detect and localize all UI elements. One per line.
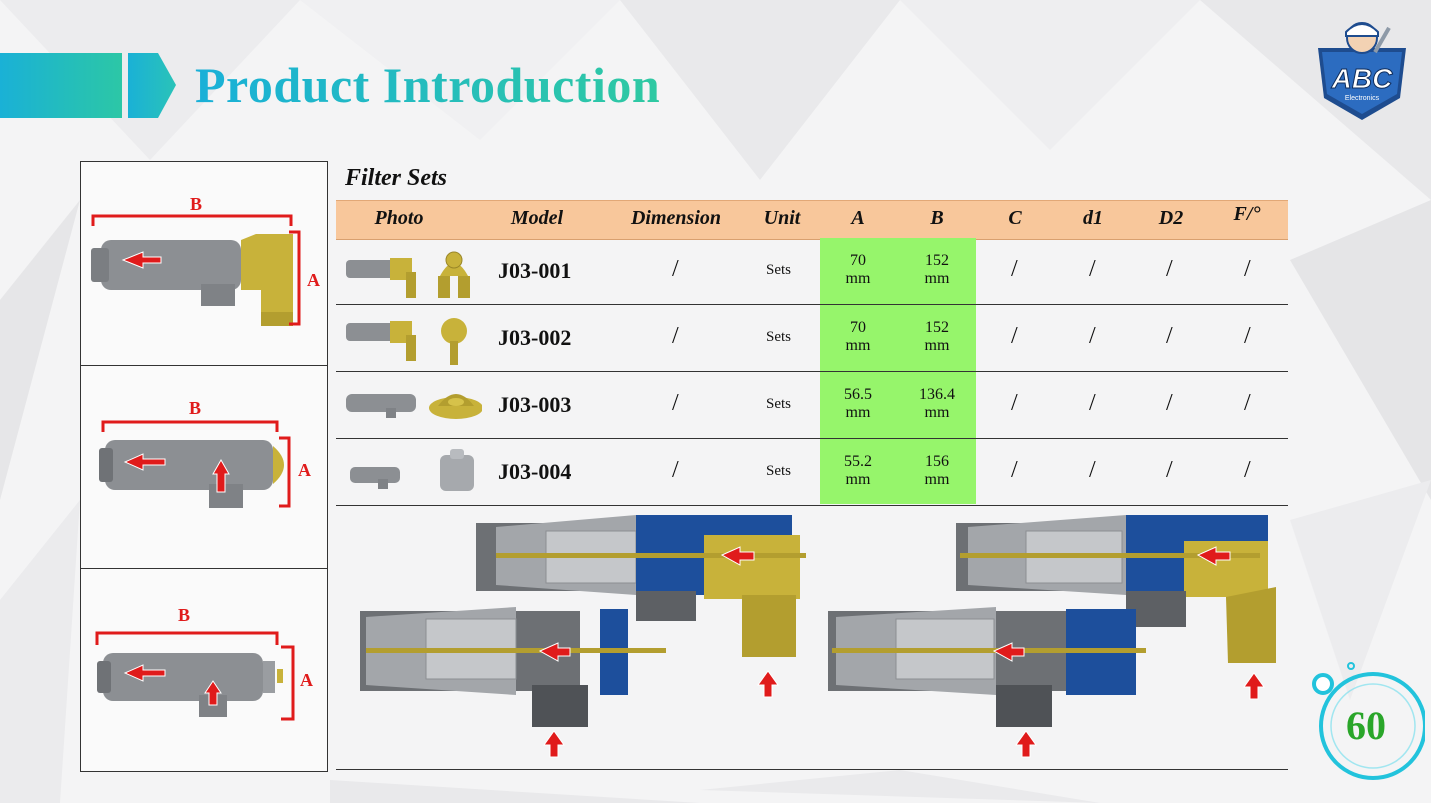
d2-value: / [1166,457,1173,483]
header-model: Model [510,207,564,229]
dimension-value: / [672,390,679,416]
label-a: A [298,460,311,480]
d2-value: / [1166,256,1173,282]
product-thumbnail [346,394,482,419]
logo-sub-text: Electronics [1345,95,1380,102]
header-a: A [851,207,865,229]
unit-value: Sets [766,463,792,479]
model-number: J03-002 [498,325,572,350]
model-number: J03-004 [498,459,572,484]
cutaway-blue-cap-2 [828,607,1146,758]
dimension-value: / [672,256,679,282]
unit-value: Sets [766,396,792,412]
header-c: C [1008,207,1022,229]
header-dimension: Dimension [630,207,722,229]
label-b: B [178,605,191,625]
label-b: B [189,398,202,418]
header-f: F/° [1233,203,1261,225]
label-a: A [307,270,320,290]
unit-value: Sets [766,262,792,278]
dimension-value: / [672,323,679,349]
header-photo: Photo [374,207,424,229]
model-number: J03-001 [498,258,572,283]
d1-value: / [1089,256,1096,282]
d1-value: / [1089,390,1096,416]
header-b: B [930,207,944,229]
f-value: / [1244,256,1251,282]
dimension-figure-1: B A [81,162,327,366]
page-number-badge [1312,662,1425,780]
header-d2: D2 [1158,207,1184,229]
cutaway-blue-cap [360,607,666,758]
table-bottom-rule [336,769,1288,770]
f-value: / [1244,323,1251,349]
c-value: / [1011,390,1018,416]
d2-value: / [1166,323,1173,349]
label-a: A [300,670,313,690]
company-logo: ABC Electronics [1318,22,1406,120]
page-title: Product Introduction [195,57,661,113]
f-value: / [1244,390,1251,416]
unit-value: Sets [766,329,792,345]
header-unit: Unit [763,207,801,229]
f-value: / [1244,457,1251,483]
header-accent-bar [0,53,122,118]
dimension-figure-3: B A [81,569,327,771]
page-number: 60 [1346,703,1386,748]
dimension-value: / [672,457,679,483]
product-thumbnail [350,449,474,491]
dimension-figure-2: B A [81,366,327,569]
cutaway-yellow-bend [956,515,1276,700]
table-header: Photo Model Dimension Unit A B C d1 D2 F… [336,200,1288,240]
dimension-figures-panel: B A B A B A [80,161,328,772]
logo-main-text: ABC [1331,63,1393,94]
header-accent-arrow [128,53,176,118]
d2-value: / [1166,390,1173,416]
product-thumbnail [346,318,467,365]
section-title: Filter Sets [345,165,448,191]
product-thumbnail [346,251,470,298]
d1-value: / [1089,457,1096,483]
cutaway-yellow-elbow [476,515,806,698]
header-d1: d1 [1083,207,1103,229]
d1-value: / [1089,323,1096,349]
label-b: B [190,194,203,214]
c-value: / [1011,256,1018,282]
model-number: J03-003 [498,392,572,417]
c-value: / [1011,323,1018,349]
cutaway-illustrations [360,515,1276,758]
c-value: / [1011,457,1018,483]
